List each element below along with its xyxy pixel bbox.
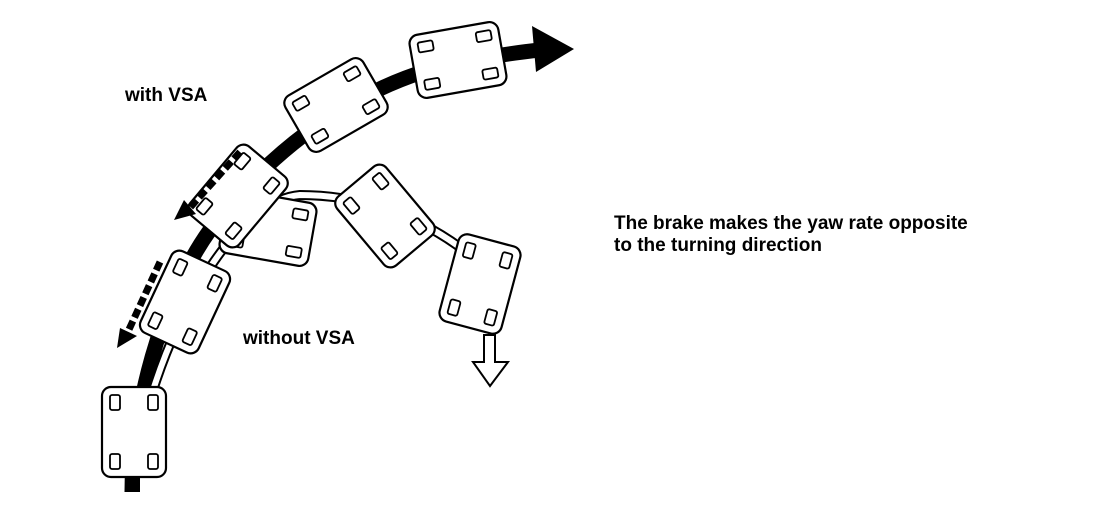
brake-force-arrow-upper [174,149,243,220]
car-without-vsa-2 [330,159,440,273]
without-vsa-arrowhead [471,334,510,388]
car-without-vsa-3 [436,231,524,337]
car-with-vsa-4 [407,19,509,101]
caption-line-2: to the turning direction [614,235,822,256]
car-start [100,385,168,479]
with-vsa-arrowhead [532,26,574,72]
caption-line-1: The brake makes the yaw rate opposite [614,213,968,234]
with-vsa-label: with VSA [125,85,208,106]
start-stub [126,476,140,492]
without-vsa-label: without VSA [243,328,355,349]
caption: The brake makes the yaw rate opposite to… [614,213,968,257]
brake-force-arrow-lower [117,260,164,348]
